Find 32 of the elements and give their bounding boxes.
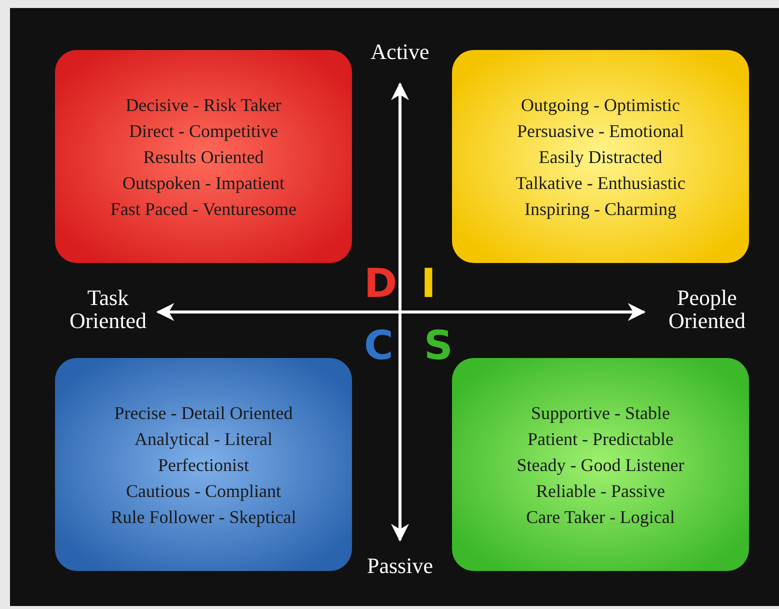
axis-label: Passive <box>366 554 434 577</box>
quadrant-box <box>452 358 749 571</box>
trait-text: Care Taker - Logical <box>526 506 675 529</box>
trait-text: Rule Follower - Skeptical <box>110 506 296 529</box>
quadrant-letter: D <box>364 262 398 306</box>
trait-text: Direct - Competitive <box>129 120 278 143</box>
trait-text: Patient - Predictable <box>528 428 674 450</box>
axis-label: People Oriented <box>668 286 746 332</box>
trait-text: Fast Paced - Venturesome <box>110 198 297 220</box>
trait-text: Outspoken - Impatient <box>122 172 284 195</box>
quadrant-letter: C <box>364 324 394 368</box>
trait-text: Precise - Detail Oriented <box>114 402 293 424</box>
trait-text: Cautious - Compliant <box>126 480 281 503</box>
quadrant-letter: S <box>424 324 453 368</box>
quadrant-box <box>452 50 749 263</box>
trait-text: Analytical - Literal <box>134 428 272 451</box>
trait-text: Easily Distracted <box>538 146 662 169</box>
trait-text: Talkative - Enthusiastic <box>516 172 686 194</box>
quadrant-box <box>55 358 352 571</box>
axis-label: Active <box>370 40 430 63</box>
trait-text: Supportive - Stable <box>531 402 670 425</box>
trait-text: Steady - Good Listener <box>516 454 684 477</box>
trait-text: Outgoing - Optimistic <box>521 94 680 117</box>
quadrant-letter: I <box>421 262 436 306</box>
trait-text: Perfectionist <box>158 454 249 476</box>
axis-label: Task Oriented <box>68 286 148 332</box>
trait-text: Persuasive - Emotional <box>517 120 684 142</box>
trait-text: Decisive - Risk Taker <box>126 94 282 116</box>
trait-text: Results Oriented <box>143 146 264 168</box>
quadrant-box <box>55 50 352 263</box>
trait-text: Inspiring - Charming <box>524 198 676 221</box>
trait-text: Reliable - Passive <box>536 480 665 502</box>
